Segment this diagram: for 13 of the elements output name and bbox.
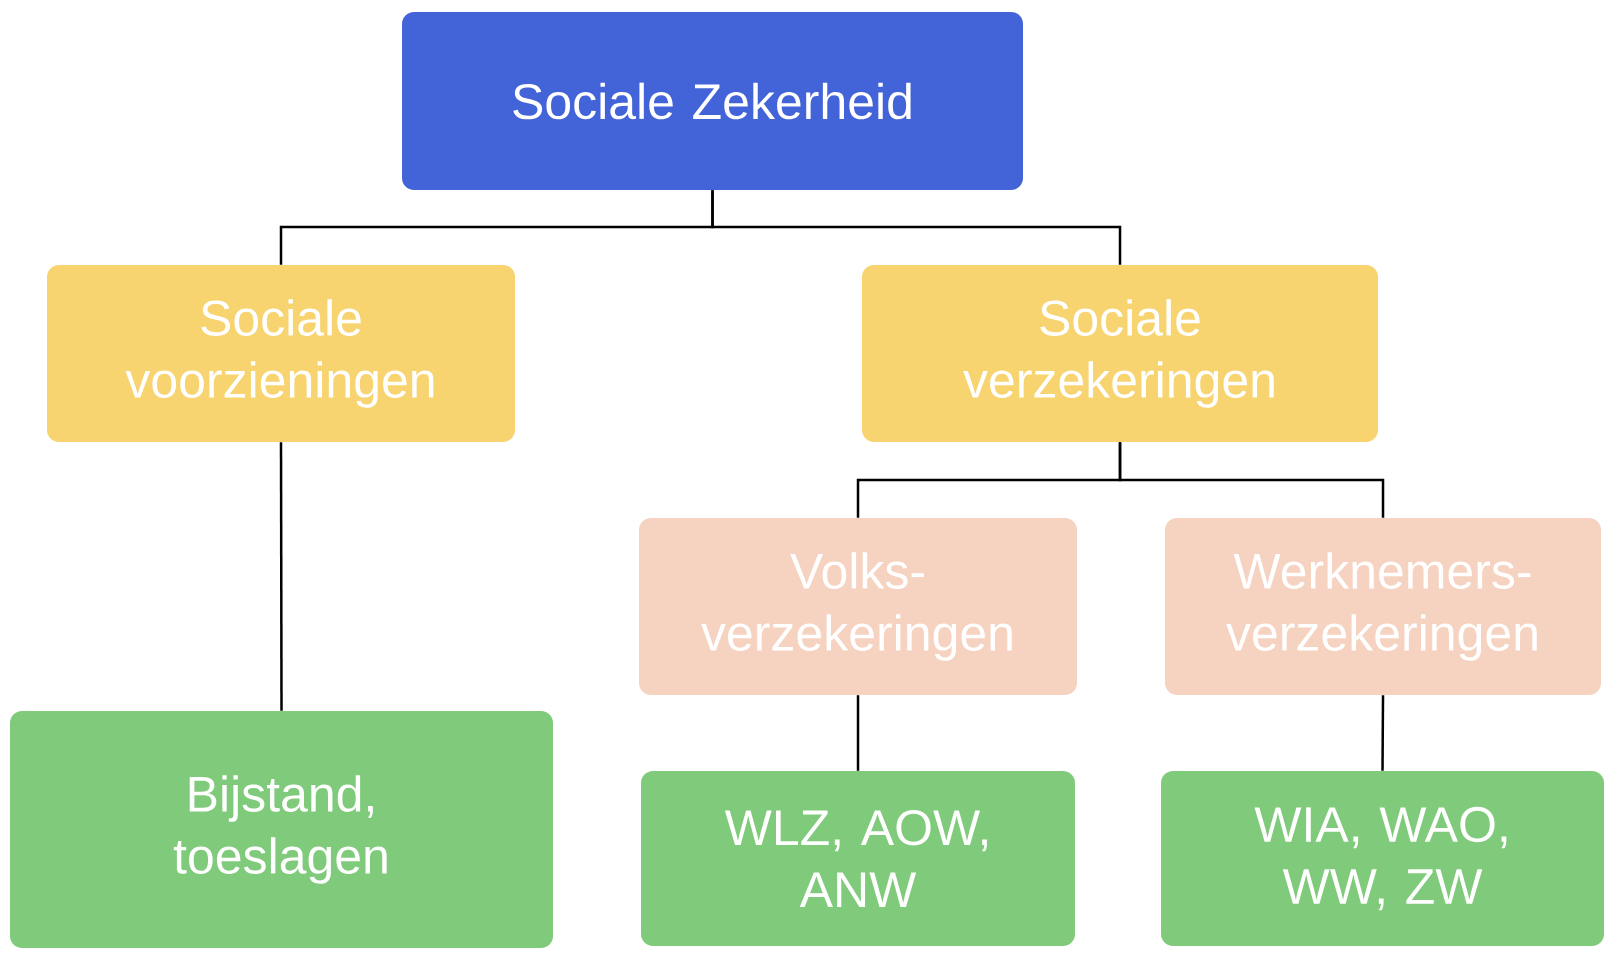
title-box: Sociale Zekerheid	[402, 12, 1023, 190]
connector-line	[711, 190, 1122, 265]
connector-line	[279, 442, 283, 711]
connector-line	[1118, 442, 1385, 518]
subcategory-box: Werknemers-verzekeringen	[1165, 518, 1601, 695]
connector-line	[856, 695, 860, 771]
category-box: Sociale voorzieningen	[47, 265, 515, 442]
scheme-box: Bijstand, toeslagen	[10, 711, 553, 948]
category-box: Sociale verzekeringen	[862, 265, 1378, 442]
scheme-box: WLZ, AOW, ANW	[641, 771, 1075, 946]
subcategory-box: Volks-verzekeringen	[639, 518, 1077, 695]
connector-line	[1381, 695, 1385, 771]
scheme-box: WIA, WAO, WW, ZW	[1161, 771, 1604, 946]
